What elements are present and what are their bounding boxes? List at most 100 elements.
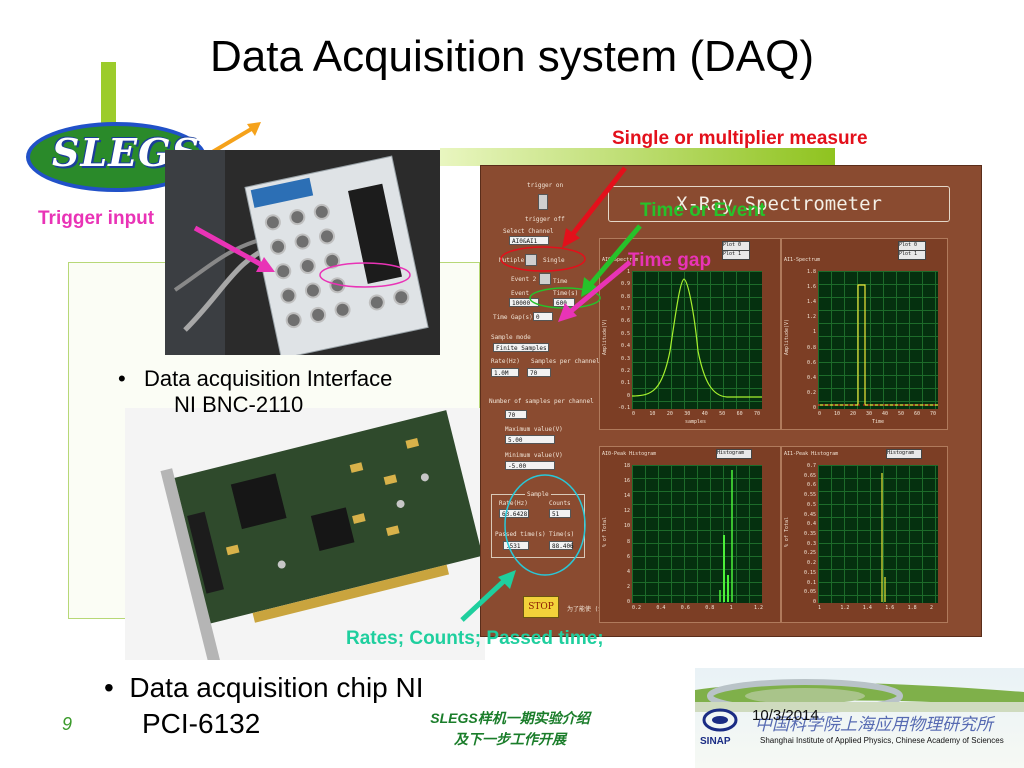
x-tick-label: 60 xyxy=(736,411,743,417)
x-tick-label: 2 xyxy=(930,605,934,611)
y-tick-label: 0 xyxy=(626,392,630,399)
y-tick-label: 0 xyxy=(812,405,816,411)
ai0-plot1-legend[interactable]: Plot 1 xyxy=(722,250,750,260)
bullet-interface-line1: Data acquisition Interface xyxy=(144,366,393,391)
institute-en: Shanghai Institute of Applied Physics, C… xyxy=(760,736,1004,745)
y-tick-label: 0 xyxy=(626,599,630,605)
samples-per-channel-field[interactable]: 70 xyxy=(527,368,551,377)
y-tick-label: 4 xyxy=(626,568,630,575)
ai0-hist-plot-area xyxy=(632,465,762,603)
min-value-label: Minimum value(V) xyxy=(505,452,563,459)
single-label: Single xyxy=(543,257,565,264)
ai0-histogram-legend[interactable]: Histogram xyxy=(716,449,752,459)
ai0-hist-y-axis-label: % of Total xyxy=(602,517,608,548)
ai1-plot1-legend[interactable]: Plot 1 xyxy=(898,250,926,260)
annotation-single-multi: Single or multiplier measure xyxy=(612,128,868,149)
y-tick-label: 0.3 xyxy=(806,540,816,547)
x-tick-label: 40 xyxy=(882,411,889,417)
time-value-label: Time(s) xyxy=(549,531,575,538)
y-tick-label: 18 xyxy=(623,463,630,469)
graph-ai0-hist-title: AI0-Peak Histogram xyxy=(602,451,657,457)
x-tick-label: 20 xyxy=(850,411,857,417)
y-tick-label: 0.8 xyxy=(620,293,630,300)
x-tick-label: 50 xyxy=(719,411,726,417)
y-tick-label: 10 xyxy=(623,523,630,530)
decor-green-bar-vertical xyxy=(101,62,116,128)
y-tick-label: 0.2 xyxy=(806,560,816,567)
ai1-histogram-legend[interactable]: Histogram xyxy=(886,449,922,459)
counts-label: Counts xyxy=(549,500,571,507)
institute-cn: 中国科学院上海应用物理研究所 xyxy=(755,715,993,735)
min-value-field[interactable]: -5.00 xyxy=(505,461,555,470)
time-s-label: Time(s) xyxy=(553,290,579,297)
time-s-field[interactable]: 600 xyxy=(553,298,575,307)
annotation-time-or-event: Time or Event xyxy=(640,200,766,221)
event-value-field[interactable]: 10000 xyxy=(509,298,539,307)
y-tick-label: 1.8 xyxy=(806,269,816,275)
stop-button[interactable]: STOP xyxy=(523,596,559,618)
x-tick-label: 30 xyxy=(866,411,873,417)
y-tick-label: 16 xyxy=(623,478,630,485)
x-tick-label: 1.2 xyxy=(840,605,850,611)
x-tick-label: 1.4 xyxy=(862,605,872,611)
y-tick-label: 0.5 xyxy=(806,501,816,508)
footer-text: SLEGS样机一期实验介绍 及下一步工作开展 xyxy=(380,708,640,750)
x-tick-label: 10 xyxy=(649,411,656,417)
y-tick-label: 8 xyxy=(626,538,630,545)
x-tick-label: 0.4 xyxy=(656,605,666,611)
trigger-on-label: trigger on xyxy=(527,182,564,189)
x-tick-label: 0 xyxy=(632,411,636,417)
time-value: 88.406 xyxy=(549,541,574,550)
annotation-trigger-input: Trigger input xyxy=(38,208,155,229)
y-tick-label: 0.4 xyxy=(806,374,816,381)
rates-value: 63.6428 xyxy=(499,509,529,518)
graph-ai1-hist-title: AI1-Peak Histogram xyxy=(784,451,839,457)
rate-field[interactable]: 1.0M xyxy=(491,368,519,377)
max-value-field[interactable]: 5.00 xyxy=(505,435,555,444)
x-tick-label: 0.2 xyxy=(632,605,642,611)
annotation-time-gap: Time gap xyxy=(628,250,712,271)
ai1-hist-y-axis-label: % of Total xyxy=(784,517,790,548)
samples-per-channel-label: Samples per channel xyxy=(531,358,600,365)
y-tick-label: 1.6 xyxy=(806,284,816,291)
event-time-switch[interactable] xyxy=(539,273,551,285)
sinap-logo-icon xyxy=(702,708,738,732)
bullet-interface-line2: NI BNC-2110 xyxy=(174,392,304,417)
num-samples-field[interactable]: 70 xyxy=(505,410,527,419)
x-tick-label: 0.6 xyxy=(680,605,690,611)
x-tick-label: 0.8 xyxy=(705,605,715,611)
single-multi-switch[interactable] xyxy=(525,254,537,266)
counts-value: 51 xyxy=(549,509,571,518)
pci-6132-photo xyxy=(125,408,485,660)
select-channel-dropdown[interactable]: AI0&AI1 xyxy=(509,236,549,245)
x-tick-label: 0 xyxy=(818,411,822,417)
y-tick-label: 0.2 xyxy=(806,389,816,396)
y-tick-label: 6 xyxy=(626,553,630,560)
ai1-pulse-curve xyxy=(818,284,938,406)
rate-label: Rate(Hz) xyxy=(491,358,520,365)
rates-label: Rate(Hz) xyxy=(499,500,528,507)
bullet-chip-line2: PCI-6132 xyxy=(142,708,261,739)
ai0-gaussian-curve xyxy=(632,278,762,398)
x-tick-label: 70 xyxy=(754,411,761,417)
bullet-interface: • Data acquisition Interface NI BNC-2110 xyxy=(118,366,478,418)
time-gap-field[interactable]: 0 xyxy=(533,312,553,321)
y-tick-label: 0.05 xyxy=(803,589,816,596)
toggle-switch-icon[interactable] xyxy=(538,194,548,210)
y-tick-label: 0.45 xyxy=(803,511,816,518)
x-tick-label: 1.8 xyxy=(907,605,917,611)
sinap-label: SINAP xyxy=(700,736,731,747)
passed-time-label: Passed time(s) xyxy=(495,531,546,538)
sample-mode-label: Sample mode xyxy=(491,334,531,341)
y-tick-label: 1.4 xyxy=(806,299,816,306)
sample-mode-dropdown[interactable]: Finite Samples xyxy=(493,343,549,352)
y-tick-label: 0.6 xyxy=(806,482,816,489)
x-tick-label: 1 xyxy=(729,605,733,611)
ai0-y-axis-label: Amplitude(V) xyxy=(602,319,608,356)
